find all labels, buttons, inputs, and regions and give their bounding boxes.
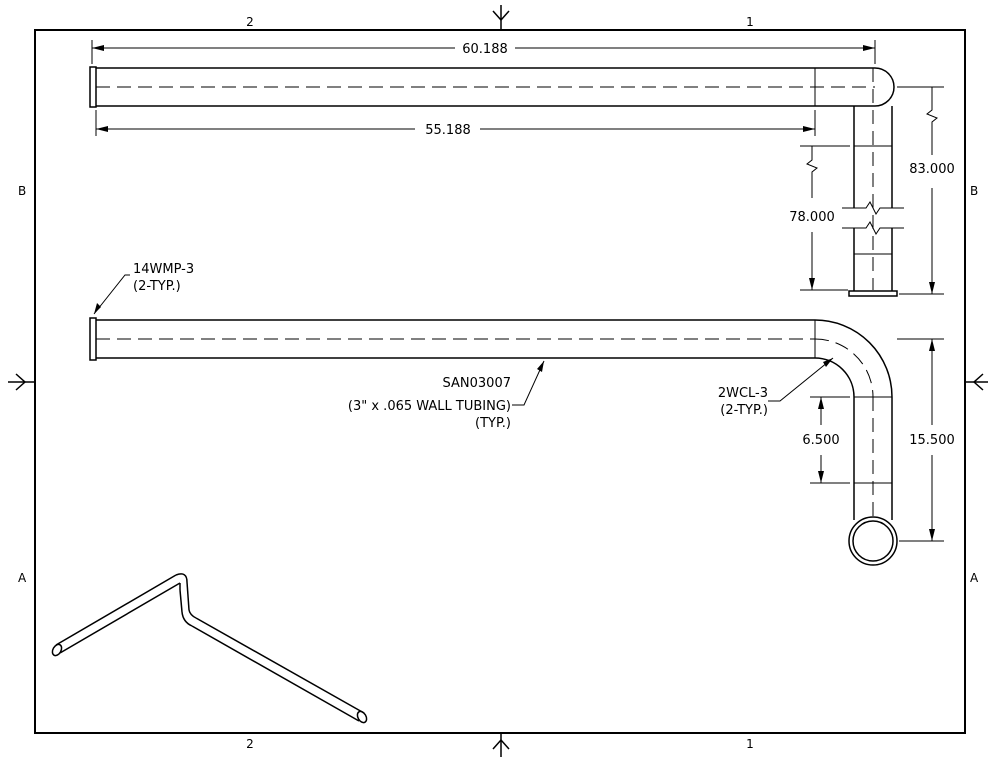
dimension-78-000: 78.000 (789, 145, 850, 291)
dimension-55-188: 55.188 (95, 110, 816, 138)
tube-end-inner (852, 520, 894, 562)
zone-label-bottom-left: 2 (246, 737, 254, 751)
zone-label-right-lower: A (970, 571, 979, 585)
tube-end-outer (848, 516, 898, 566)
zone-label-top-right: 1 (746, 15, 754, 29)
elbow-part-label: 2WCL-3 (718, 386, 768, 401)
dimension-60-188: 60.188 (91, 40, 876, 64)
ferrule-top-view (89, 66, 97, 108)
dimension-15-500: 15.500 (897, 338, 955, 542)
ferrule-bottom-view (848, 290, 898, 297)
callout-tube: SAN03007 (3" x .065 WALL TUBING) (TYP.) (348, 360, 545, 431)
zone-label-left-upper: B (18, 184, 26, 198)
dimension-text-straight-drop: 78.000 (789, 210, 835, 225)
tube-desc-label: (3" x .065 WALL TUBING) (348, 399, 511, 414)
elbow-qty-label: (2-TYP.) (720, 403, 768, 418)
center-mark-top (492, 5, 510, 30)
zone-label-left-lower: A (18, 571, 27, 585)
top-view (89, 66, 904, 297)
center-mark-right (965, 373, 988, 391)
callout-elbow: 2WCL-3 (2-TYP.) (718, 357, 834, 418)
center-mark-left (8, 373, 35, 391)
dimension-text-overall-drop: 83.000 (909, 162, 955, 177)
dimension-6-500: 6.500 (802, 396, 850, 484)
zone-label-right-upper: B (970, 184, 978, 198)
center-mark-bottom (492, 733, 510, 757)
dimension-text-elbow-offset: 6.500 (802, 433, 839, 448)
isometric-view (51, 573, 368, 724)
zone-label-bottom-right: 1 (746, 737, 754, 751)
callout-ferrule: 14WMP-3 (2-TYP.) (93, 262, 194, 315)
tube-part-label: SAN03007 (443, 376, 511, 391)
ferrule-qty-label: (2-TYP.) (133, 279, 181, 294)
ferrule-front-view (89, 317, 97, 361)
dimension-text-overall-length: 60.188 (462, 42, 508, 57)
tube-qty-label: (TYP.) (475, 416, 511, 431)
front-view (89, 317, 898, 566)
dimension-text-overall-offset: 15.500 (909, 433, 955, 448)
zone-label-top-left: 2 (246, 15, 254, 29)
dimension-text-straight-length: 55.188 (425, 123, 471, 138)
dimension-83-000: 83.000 (897, 86, 955, 295)
ferrule-part-label: 14WMP-3 (133, 262, 194, 277)
